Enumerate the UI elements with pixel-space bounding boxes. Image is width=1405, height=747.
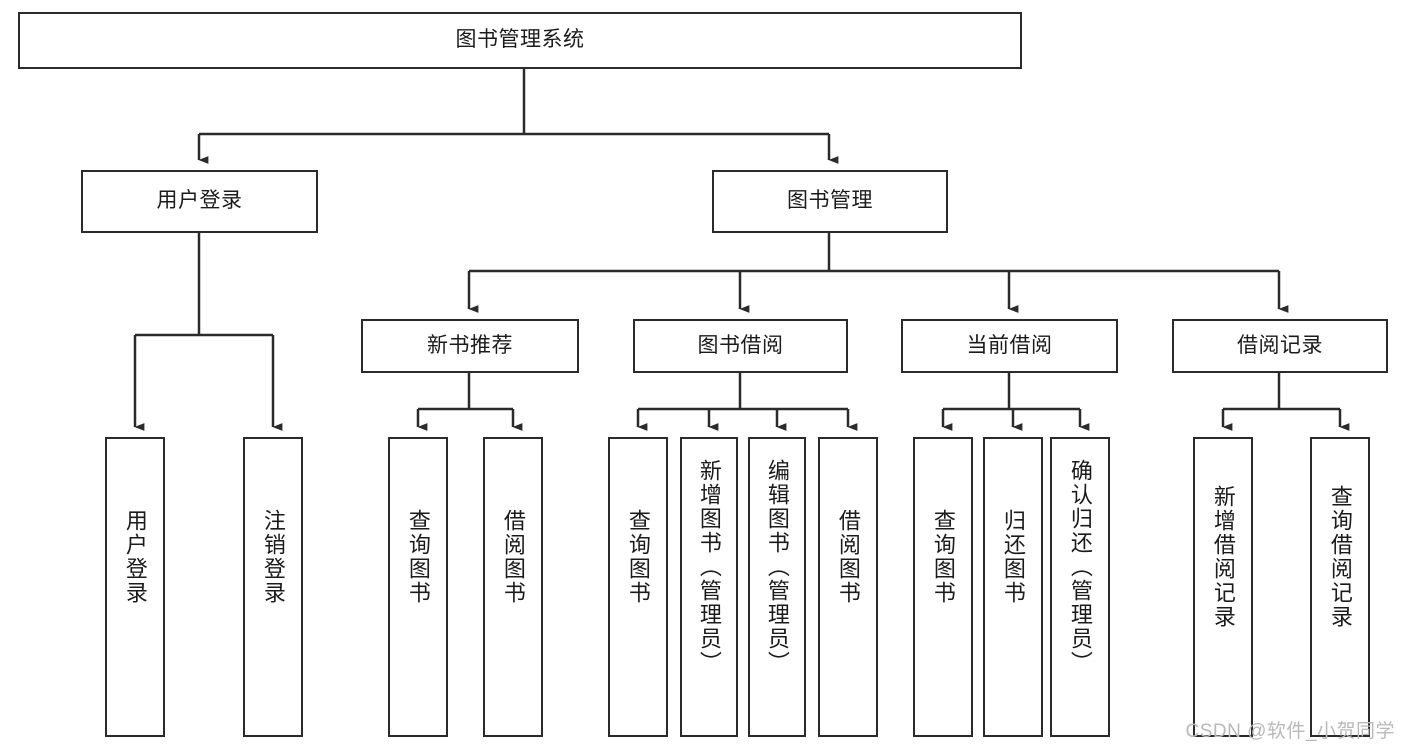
node-borrow-record[interactable]: 借阅记录 [1172, 319, 1388, 373]
node-book-borrow-label: 图书借阅 [697, 333, 784, 357]
node-leaf-add-borrow-record-label: 新增借阅记录 [1210, 485, 1236, 629]
csdn-watermark: CSDN @软件_小贺同学 [1185, 721, 1395, 742]
node-book-management[interactable]: 图书管理 [712, 170, 948, 233]
node-user-login[interactable]: 用户登录 [81, 170, 318, 233]
node-leaf-logout[interactable]: 注销登录 [243, 437, 303, 737]
node-leaf-return-book-label: 归还图书 [1000, 509, 1026, 605]
node-leaf-logout-label: 注销登录 [260, 509, 286, 605]
node-leaf-query-borrow-record-label: 查询借阅记录 [1327, 485, 1353, 629]
node-leaf-add-book-admin-label: 新增图书（管理员） [696, 459, 722, 675]
node-leaf-confirm-return-admin-label: 确认归还（管理员） [1067, 459, 1093, 675]
node-book-borrow[interactable]: 图书借阅 [633, 319, 848, 373]
node-leaf-query-book-label: 查询图书 [625, 509, 651, 605]
node-leaf-query-book-current-label: 查询图书 [930, 509, 956, 605]
node-root-label: 图书管理系统 [455, 28, 585, 52]
node-leaf-edit-book-admin-label: 编辑图书（管理员） [764, 459, 790, 675]
node-leaf-query-book-current[interactable]: 查询图书 [913, 437, 973, 737]
node-leaf-borrow-book-recommend-label: 借阅图书 [500, 509, 526, 605]
node-user-login-label: 用户登录 [156, 189, 243, 213]
node-leaf-confirm-return-admin[interactable]: 确认归还（管理员） [1050, 437, 1110, 737]
node-leaf-query-book[interactable]: 查询图书 [608, 437, 668, 737]
node-new-book-recommend[interactable]: 新书推荐 [361, 319, 579, 373]
node-leaf-add-borrow-record[interactable]: 新增借阅记录 [1193, 437, 1253, 737]
node-current-borrow-label: 当前借阅 [966, 333, 1053, 357]
node-new-book-recommend-label: 新书推荐 [427, 333, 513, 357]
node-leaf-edit-book-admin[interactable]: 编辑图书（管理员） [748, 437, 806, 737]
node-leaf-borrow-book-label: 借阅图书 [835, 509, 861, 605]
node-leaf-user-login[interactable]: 用户登录 [105, 437, 165, 737]
connector-lines [133, 69, 1350, 431]
node-root[interactable]: 图书管理系统 [18, 12, 1022, 69]
node-leaf-borrow-book-recommend[interactable]: 借阅图书 [483, 437, 543, 737]
node-leaf-query-borrow-record[interactable]: 查询借阅记录 [1310, 437, 1370, 737]
node-leaf-add-book-admin[interactable]: 新增图书（管理员） [680, 437, 738, 737]
node-leaf-query-book-recommend-label: 查询图书 [405, 509, 431, 605]
node-leaf-query-book-recommend[interactable]: 查询图书 [388, 437, 448, 737]
node-leaf-user-login-label: 用户登录 [122, 509, 148, 605]
node-leaf-borrow-book[interactable]: 借阅图书 [818, 437, 878, 737]
node-current-borrow[interactable]: 当前借阅 [901, 319, 1118, 373]
node-book-management-label: 图书管理 [787, 189, 873, 213]
node-leaf-return-book[interactable]: 归还图书 [983, 437, 1043, 737]
node-borrow-record-label: 借阅记录 [1237, 333, 1323, 357]
